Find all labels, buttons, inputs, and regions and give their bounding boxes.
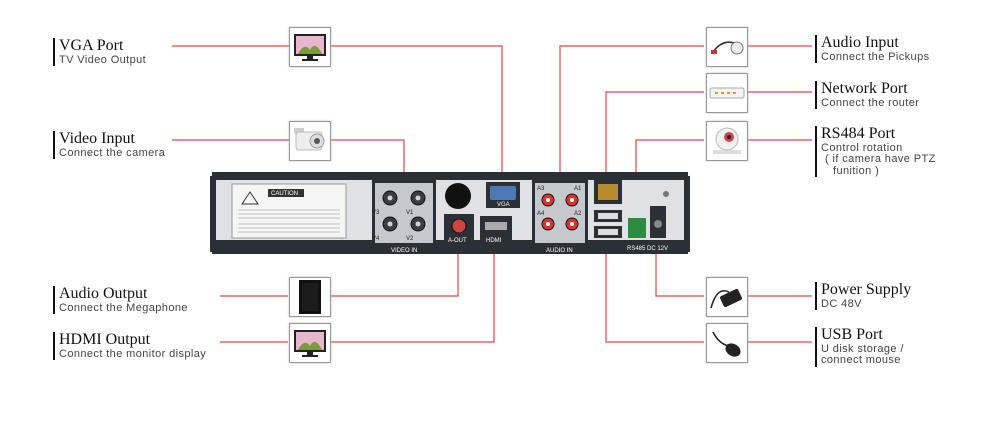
- video-ch-2: V1: [406, 210, 414, 216]
- camera-icon: [289, 121, 331, 161]
- label-usb-sub-2: connect mouse: [821, 354, 901, 367]
- label-rs-sub-3: funition ): [833, 164, 880, 177]
- audio-ch-3: A4: [537, 211, 545, 217]
- label-aout: Audio Output Connect the Megaphone: [53, 285, 188, 315]
- audio-ch-4: A2: [574, 211, 582, 217]
- speaker-icon: [289, 277, 331, 317]
- dvr-rear-panel: CAUTION V3 V1 V4 V2 VIDEO IN VGA A-OUT H…: [210, 172, 690, 254]
- audio-in-text: AUDIO IN: [546, 248, 573, 254]
- usb-line: [605, 240, 704, 343]
- rs485-port: [628, 218, 646, 238]
- aout-line-2: [330, 245, 459, 297]
- label-audio-input: Audio Input Connect the Pickups: [815, 34, 930, 64]
- dc-text: DC 12V: [647, 246, 668, 252]
- label-power-title: Power Supply: [821, 281, 912, 298]
- net-line: [605, 91, 704, 185]
- hdmi-line-2: [330, 245, 495, 343]
- label-hdmi: HDMI Output Connect the monitor display: [53, 331, 207, 361]
- ground-screw: [663, 191, 669, 197]
- label-usb-sub-1: U disk storage /: [821, 342, 904, 355]
- label-vga-title: VGA Port: [59, 37, 124, 54]
- fan-hole: [445, 183, 471, 209]
- ain-line: [559, 45, 704, 188]
- label-net-title: Network Port: [821, 80, 908, 97]
- video-in-text: VIDEO IN: [391, 248, 417, 254]
- ptz-camera-icon: [706, 121, 748, 161]
- video-ch-4: V2: [406, 236, 414, 242]
- audio-ch-2: A1: [574, 186, 582, 192]
- monitor-icon-hdmi: [289, 323, 331, 363]
- power-adapter-icon: [706, 277, 748, 317]
- rs485-text: RS485: [627, 246, 646, 252]
- label-aout-sub: Connect the Megaphone: [59, 301, 188, 314]
- label-power-sub: DC 48V: [821, 297, 862, 310]
- a-out-text: A-OUT: [448, 238, 467, 244]
- label-rs485: RS484 Port Control rotation ( if camera …: [815, 125, 936, 178]
- video-ch-3: V4: [372, 236, 380, 242]
- video-ch-1: V3: [372, 210, 380, 216]
- vga-text: VGA: [497, 202, 510, 208]
- label-power: Power Supply DC 48V: [815, 281, 912, 311]
- label-hdmi-title: HDMI Output: [59, 331, 151, 348]
- label-network: Network Port Connect the router: [815, 80, 920, 110]
- audio-ch-1: A3: [537, 186, 545, 192]
- caution-text: CAUTION: [271, 191, 298, 197]
- label-ain-title: Audio Input: [821, 34, 899, 51]
- label-video-title: Video Input: [59, 130, 135, 147]
- label-rs-sub-1: Control rotation: [821, 141, 903, 154]
- label-ain-sub: Connect the Pickups: [821, 50, 930, 63]
- monitor-icon: [289, 27, 331, 67]
- label-aout-title: Audio Output: [59, 285, 148, 302]
- vga-line-2: [328, 45, 503, 185]
- label-usb: USB Port U disk storage / connect mouse: [815, 326, 904, 367]
- power-line: [655, 240, 704, 297]
- label-vga-sub: TV Video Output: [59, 53, 147, 66]
- usb-mouse-icon: [706, 323, 748, 363]
- hdmi-text: HDMI: [486, 238, 502, 244]
- label-vga: VGA Port TV Video Output: [53, 37, 147, 67]
- microphone-icon: [706, 27, 748, 67]
- label-hdmi-sub: Connect the monitor display: [59, 347, 207, 360]
- label-net-sub: Connect the router: [821, 96, 920, 109]
- label-usb-title: USB Port: [821, 326, 883, 343]
- label-rs-title: RS484 Port: [821, 125, 896, 142]
- label-video: Video Input Connect the camera: [53, 130, 166, 160]
- router-icon: [706, 73, 748, 113]
- label-video-sub: Connect the camera: [59, 146, 166, 159]
- label-rs-sub-2: ( if camera have PTZ: [825, 153, 936, 166]
